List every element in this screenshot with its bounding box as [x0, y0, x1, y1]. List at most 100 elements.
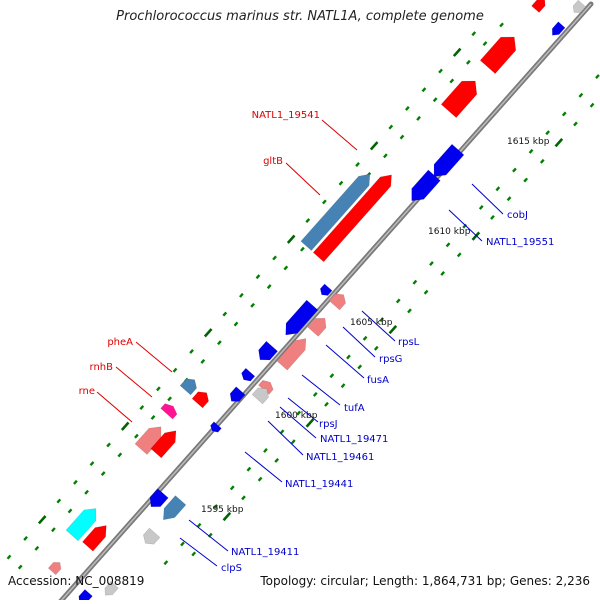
gene-small-blue-a: [319, 283, 333, 296]
gene-gltb: [312, 174, 392, 263]
gene-clps: [143, 527, 161, 545]
tick-mark: [266, 284, 272, 290]
tick-mark: [84, 489, 89, 495]
reverse-gene-labels: cobJ NATL1_19551 rpsL rpsG fusA tufA rps…: [221, 210, 554, 574]
tick-mark: [106, 442, 111, 448]
tick-mark: [200, 358, 206, 364]
scale-label-1600: 1600 kbp: [275, 411, 318, 421]
gene-label-cobj: cobJ: [507, 210, 528, 221]
tick-mark: [51, 527, 56, 533]
tick-mark: [213, 504, 219, 510]
tick-mark: [432, 97, 438, 103]
tick-mark: [222, 311, 228, 317]
tick-mark: [329, 373, 335, 379]
gene-natl1-19541: [300, 173, 371, 251]
tick-mark: [222, 511, 232, 522]
tick-mark: [388, 324, 398, 335]
leader-natl1-19471: [279, 406, 317, 439]
tick-mark: [257, 476, 263, 482]
leader-clps: [179, 537, 218, 567]
tick-mark: [300, 246, 305, 252]
tick-mark: [346, 354, 351, 360]
tick-mark: [139, 405, 145, 410]
tick-mark: [545, 130, 551, 136]
scale-labels: 1615 kbp 1610 kbp 1605 kbp 1600 kbp 1595…: [201, 137, 550, 515]
tick-mark: [355, 162, 360, 167]
tick-mark: [263, 448, 268, 453]
scale-label-1615: 1615 kbp: [507, 137, 550, 147]
tick-mark: [471, 31, 477, 37]
scale-label-1605: 1605 kbp: [350, 318, 393, 328]
tick-mark: [17, 564, 23, 570]
tick-mark: [233, 321, 239, 327]
leader-phea: [135, 341, 173, 373]
leader-natl1-19541: [321, 119, 358, 151]
tick-mark: [191, 551, 197, 557]
leader-rpsg: [342, 326, 376, 358]
tick-mark: [255, 274, 261, 280]
gene-blue-small: [241, 367, 256, 382]
gene-blue-small-b: [229, 386, 246, 402]
tick-mark: [189, 349, 194, 354]
tick-mark: [250, 302, 255, 308]
tick-mark: [369, 141, 379, 151]
gene-bottom-rna: [47, 562, 62, 576]
tick-mark: [322, 199, 327, 205]
tick-mark: [499, 22, 504, 28]
gene-rpsg: [307, 317, 327, 337]
gene-label-fusa: fusA: [367, 375, 389, 386]
tick-mark: [362, 335, 368, 341]
tick-mark: [421, 87, 427, 93]
tick-mark: [388, 124, 394, 130]
leader-rne: [96, 391, 133, 423]
gene-label-natl1-19411: NATL1_19411: [231, 547, 299, 558]
leader-natl1-19551: [448, 209, 483, 242]
gene-rpsj: [251, 387, 269, 405]
leader-natl1-19441: [244, 451, 283, 483]
tick-mark: [239, 292, 244, 298]
gene-bottom-gray: [104, 581, 119, 596]
tick-mark: [163, 560, 169, 566]
leader-natl1-19461: [267, 420, 304, 456]
tick-mark: [440, 271, 446, 276]
forward-gene-labels: NATL1_19541 gltB pheA rnhB rne: [79, 110, 320, 397]
gene-label-tufa: tufA: [344, 403, 365, 414]
gene-small-blue-b: [210, 421, 222, 433]
gene-top-gray: [572, 0, 587, 13]
tick-mark: [573, 121, 578, 127]
gene-label-rnhb: rnhB: [90, 362, 114, 373]
tick-mark: [445, 242, 451, 248]
gene-label-phea: pheA: [107, 337, 133, 348]
tick-mark: [528, 148, 534, 154]
tick-mark: [438, 68, 443, 74]
gene-red-upper-b: [440, 80, 478, 119]
tick-mark: [274, 457, 280, 463]
tick-mark: [305, 418, 315, 428]
scale-label-1595: 1595 kbp: [201, 505, 244, 515]
genome-summary-text: Topology: circular; Length: 1,864,731 bp…: [260, 574, 590, 588]
tick-mark: [241, 495, 246, 501]
leader-cobj: [471, 183, 504, 215]
accession-text: Accession: NC_008819: [8, 574, 145, 588]
tick-mark: [429, 261, 434, 266]
tick-mark: [150, 415, 156, 420]
tick-mark: [523, 177, 529, 183]
leader-rpsl: [361, 310, 396, 342]
gene-label-natl1-19541: NATL1_19541: [252, 110, 320, 121]
gene-fusa: [276, 338, 307, 371]
tick-mark: [120, 421, 130, 431]
tick-mark: [561, 111, 567, 117]
tick-mark: [357, 364, 363, 370]
gene-phea: [179, 378, 197, 396]
tick-mark: [167, 396, 172, 402]
tick-mark: [217, 340, 222, 346]
tick-mark: [539, 158, 545, 164]
gene-label-rpsl: rpsL: [398, 337, 420, 348]
tick-mark: [283, 265, 289, 271]
tick-mark: [340, 383, 346, 389]
gene-natl1-19411-a: [149, 488, 169, 508]
tick-mark: [156, 386, 161, 392]
tick-mark: [312, 391, 318, 397]
leader-tufa: [301, 374, 341, 406]
